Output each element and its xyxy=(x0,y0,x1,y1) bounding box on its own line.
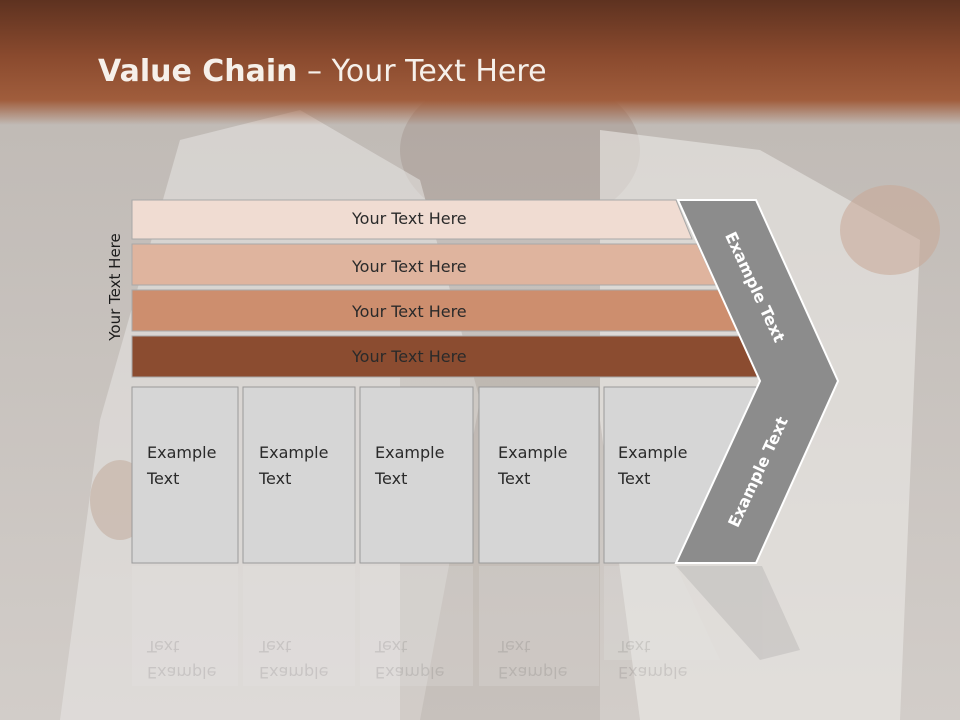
title-bar xyxy=(0,0,960,125)
cells-reflection xyxy=(132,566,800,686)
margin-chevron[interactable] xyxy=(674,199,840,564)
title-rest: – Your Text Here xyxy=(297,54,547,89)
band-1[interactable] xyxy=(131,199,693,240)
title-bold: Value Chain xyxy=(98,54,298,89)
activity-cell-1[interactable] xyxy=(131,386,239,564)
slide-title: Value Chain – Your Text Here xyxy=(98,54,547,89)
activity-cell-4[interactable] xyxy=(478,386,600,564)
band-4-label: Your Text Here xyxy=(352,347,467,366)
band-1-label: Your Text Here xyxy=(352,209,467,228)
activity-cell-3[interactable] xyxy=(359,386,474,564)
band-2-label: Your Text Here xyxy=(352,257,467,276)
band-3-label: Your Text Here xyxy=(352,302,467,321)
activity-cell-2[interactable] xyxy=(242,386,356,564)
